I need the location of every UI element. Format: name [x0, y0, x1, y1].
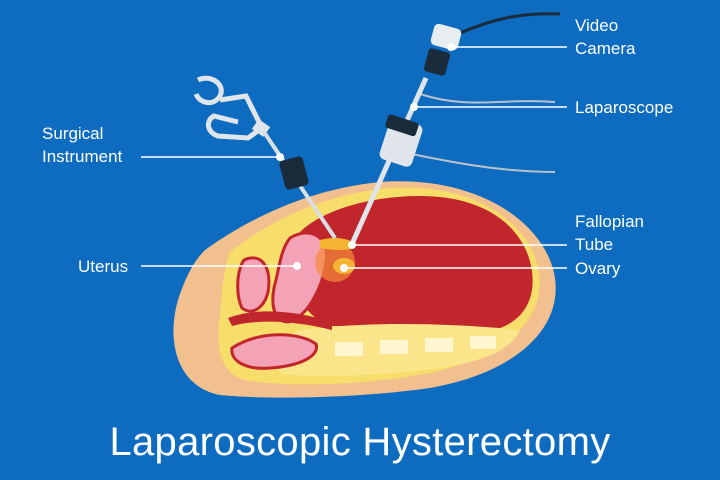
label-fallopian-tube-line1: Fallopian [575, 212, 644, 231]
ovary-pointer-dot [340, 264, 348, 272]
rectum-band [228, 311, 332, 330]
leader-dots [293, 241, 356, 272]
light-cable-1 [419, 93, 556, 104]
label-fallopian-tube-line2: Tube [575, 235, 614, 254]
cervix-shape [236, 256, 271, 313]
leader-lines [141, 46, 567, 269]
label-uterus: Uterus [78, 257, 129, 276]
label-laparoscope: Laparoscope [575, 98, 674, 117]
scope-eyepiece-band [385, 114, 419, 137]
surgical-instrument-illustration [193, 75, 337, 240]
bladder-shape [230, 333, 318, 370]
fallopian-tube-shape [320, 238, 356, 250]
spine-segment-4 [470, 336, 496, 349]
label-fallopian-tube: Fallopian Tube [575, 210, 644, 256]
instrument-handle-ring [193, 75, 224, 105]
uterus-pointer-dot [293, 262, 301, 270]
label-video-camera: Video Camera [575, 14, 635, 60]
instrument-handle-grip [206, 93, 266, 141]
light-cable-2 [401, 151, 556, 173]
laparoscope-illustration [349, 12, 561, 246]
camera-cable [457, 12, 561, 36]
label-video-camera-line2: Camera [575, 39, 636, 58]
spine-segment-3 [425, 338, 453, 352]
label-ovary: Ovary [575, 259, 621, 278]
spine-segment-1 [335, 342, 363, 356]
abdominal-cavity [293, 196, 533, 328]
camera-pointer-dot [447, 43, 455, 51]
camera-coupler [423, 48, 451, 76]
label-video-camera-line1: Video [575, 16, 619, 35]
fallopian-tube-pointer-dot [348, 241, 356, 249]
camera-head [430, 23, 462, 51]
spine-segment-2 [380, 340, 408, 354]
label-surgical-instrument-line2: Instrument [42, 147, 123, 166]
instrument-port [279, 156, 309, 190]
label-surgical-instrument: Surgical Instrument [42, 122, 122, 168]
body-cross-section [173, 181, 556, 398]
diagram-title: Laparoscopic Hysterectomy [109, 420, 611, 464]
label-surgical-instrument-line1: Surgical [42, 124, 104, 143]
